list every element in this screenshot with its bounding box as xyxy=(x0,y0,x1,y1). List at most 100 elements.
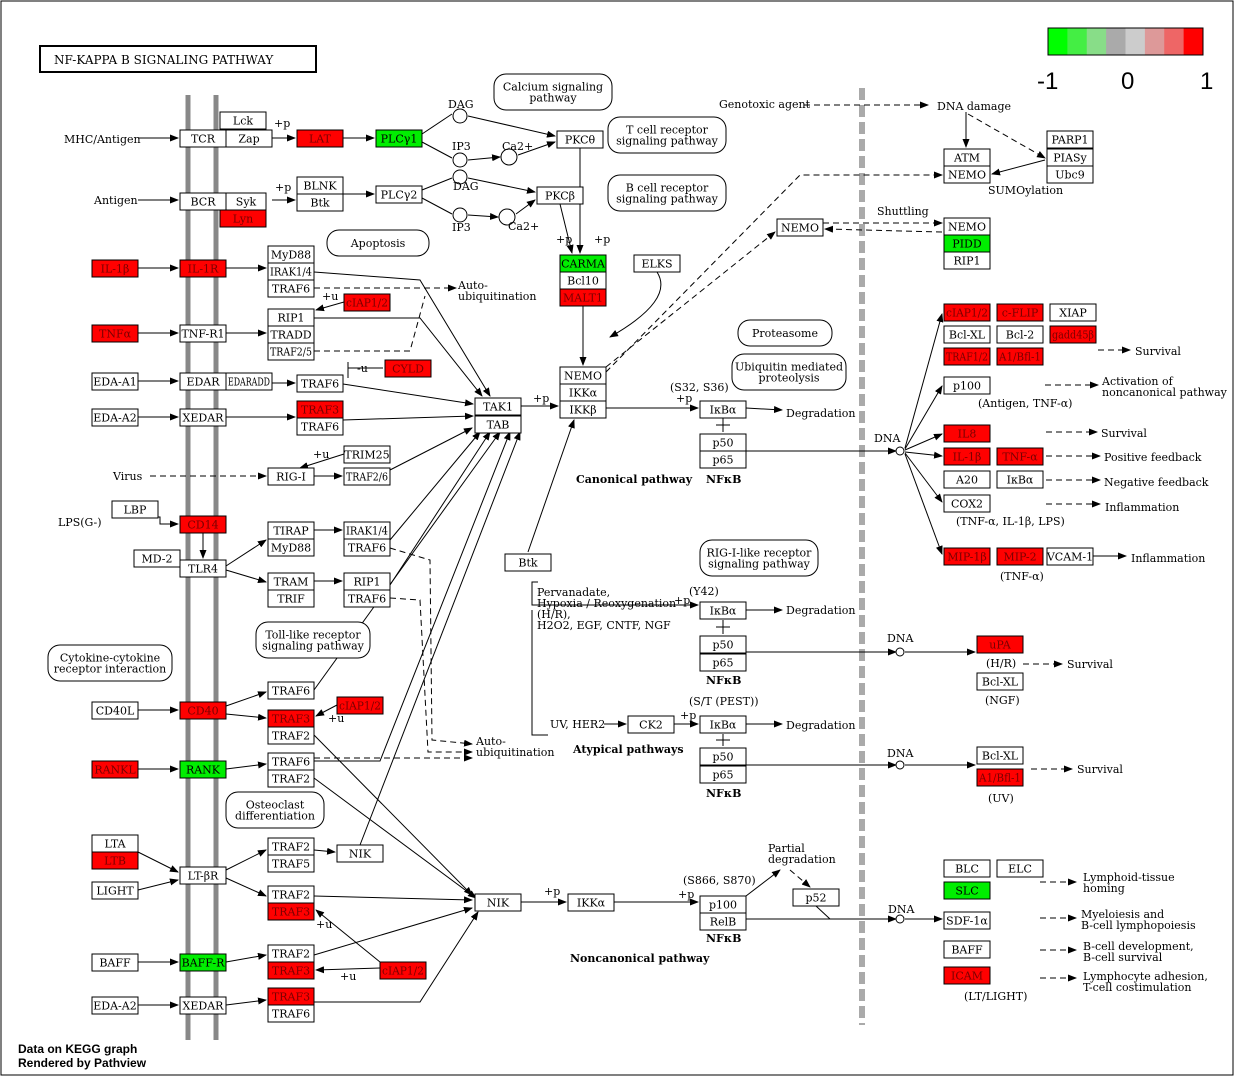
gene-node[interactable]: TRAF6 xyxy=(267,1004,315,1023)
gene-node[interactable]: p65 xyxy=(699,450,747,469)
gene-node[interactable]: Bcl-XL xyxy=(976,672,1024,691)
gene-node[interactable]: TRAF6 xyxy=(267,279,315,298)
gene-node[interactable]: MALT1 xyxy=(559,288,607,307)
gene-node[interactable]: TRAF6 xyxy=(296,417,344,436)
gene-node[interactable]: IL8 xyxy=(943,424,991,443)
gene-node[interactable]: TRAF6 xyxy=(343,589,391,608)
gene-node[interactable]: EDA-A2 xyxy=(91,408,139,427)
gene-node[interactable]: XEDAR xyxy=(179,996,227,1015)
gene-node[interactable]: TRAF2 xyxy=(267,837,315,856)
gene-node[interactable]: TRAM xyxy=(267,572,315,591)
gene-node[interactable]: TRAF3 xyxy=(267,902,315,921)
gene-node[interactable]: TNF-R1 xyxy=(179,324,227,343)
gene-node[interactable]: Btk xyxy=(504,553,552,572)
gene-node[interactable]: MyD88 xyxy=(267,245,315,264)
gene-node[interactable]: Bcl10 xyxy=(559,271,607,290)
gene-node[interactable]: p100 xyxy=(943,376,991,395)
gene-node[interactable]: TCR xyxy=(179,129,227,148)
gene-node[interactable]: CD40L xyxy=(91,701,139,720)
gene-node[interactable]: BAFF xyxy=(91,953,139,972)
gene-node[interactable]: Btk xyxy=(296,193,344,212)
gene-node[interactable]: cIAP1/2 xyxy=(343,293,391,312)
gene-node[interactable]: NIK xyxy=(474,893,522,912)
pathway-map-link[interactable]: Proteasome xyxy=(737,319,833,347)
gene-node[interactable]: TAK1 xyxy=(474,397,522,416)
gene-node[interactable]: EDAR xyxy=(179,372,227,391)
gene-node[interactable]: uPA xyxy=(976,635,1024,654)
gene-node[interactable]: NEMO xyxy=(776,218,824,237)
gene-node[interactable]: TRAF6 xyxy=(296,374,344,393)
gene-node[interactable]: PKCβ xyxy=(536,186,584,205)
gene-node[interactable]: Ubc9 xyxy=(1046,165,1094,184)
gene-node[interactable]: CK2 xyxy=(627,715,675,734)
gene-node[interactable]: EDA-A2 xyxy=(91,996,139,1015)
gene-node[interactable]: Lck xyxy=(219,111,267,130)
gene-node[interactable]: TRAF3 xyxy=(267,987,315,1006)
gene-node[interactable]: TRIF xyxy=(267,589,315,608)
gene-node[interactable]: CD40 xyxy=(179,701,227,720)
gene-node[interactable]: PKCθ xyxy=(556,130,604,149)
gene-node[interactable]: NEMO xyxy=(943,165,991,184)
gene-node[interactable]: NIK xyxy=(336,844,384,863)
gene-node[interactable]: BLC xyxy=(943,859,991,878)
gene-node[interactable]: p50 xyxy=(699,747,747,766)
gene-node[interactable]: RIP1 xyxy=(343,572,391,591)
gene-node[interactable]: MIP-2 xyxy=(996,547,1044,566)
gene-node[interactable]: p50 xyxy=(699,635,747,654)
gene-node[interactable]: A20 xyxy=(943,470,991,489)
gene-node[interactable]: RIP1 xyxy=(943,251,991,270)
gene-node[interactable]: COX2 xyxy=(943,494,991,513)
gene-node[interactable]: TRAF2 xyxy=(267,769,315,788)
gene-node[interactable]: A1/Bfl-1 xyxy=(996,347,1044,366)
gene-node[interactable]: PIASy xyxy=(1046,148,1094,167)
pathway-map-link[interactable]: Apoptosis xyxy=(326,229,430,257)
gene-node[interactable]: PLCγ1 xyxy=(375,129,423,148)
gene-node[interactable]: IKKβ xyxy=(559,400,607,419)
gene-node[interactable]: p100 xyxy=(699,895,747,914)
gene-node[interactable]: Bcl-XL xyxy=(976,746,1024,765)
gene-node[interactable]: A1/Bfl-1 xyxy=(976,768,1024,787)
gene-node[interactable]: TIRAP xyxy=(267,521,315,540)
gene-node[interactable]: TRAF6 xyxy=(343,538,391,557)
gene-node[interactable]: p52 xyxy=(792,888,840,907)
gene-node[interactable]: TLR4 xyxy=(179,559,227,578)
gene-node[interactable]: XIAP xyxy=(1049,303,1097,322)
gene-node[interactable]: cIAP1/2 xyxy=(379,961,427,980)
gene-node[interactable]: TRAF6 xyxy=(267,681,315,700)
gene-node[interactable]: p65 xyxy=(699,765,747,784)
gene-node[interactable]: IκBα xyxy=(699,715,747,734)
gene-node[interactable]: Bcl-XL xyxy=(943,325,991,344)
gene-node[interactable]: TRAF1/2 xyxy=(943,347,991,366)
gene-node[interactable]: TRAF3 xyxy=(296,400,344,419)
gene-node[interactable]: TRAF2/6 xyxy=(343,467,391,486)
gene-node[interactable]: LIGHT xyxy=(91,881,139,900)
gene-node[interactable]: MD-2 xyxy=(133,549,181,568)
gene-node[interactable]: RelB xyxy=(699,912,747,931)
gene-node[interactable]: IKKα xyxy=(559,383,607,402)
gene-node[interactable]: ICAM xyxy=(943,966,991,985)
gene-node[interactable]: IL-1β xyxy=(943,447,991,466)
gene-node[interactable]: RANK xyxy=(179,760,227,779)
gene-node[interactable]: LT-βR xyxy=(179,866,227,885)
gene-node[interactable]: BCR xyxy=(179,192,227,211)
gene-node[interactable]: IκBα xyxy=(699,601,747,620)
gene-node[interactable]: TRIM25 xyxy=(343,445,391,464)
gene-node[interactable]: LBP xyxy=(111,500,159,519)
gene-node[interactable]: TRAF5 xyxy=(267,854,315,873)
gene-node[interactable]: TRAF3 xyxy=(267,709,315,728)
gene-node[interactable]: Bcl-2 xyxy=(996,325,1044,344)
gene-node[interactable]: IRAK1/4 xyxy=(343,521,391,540)
gene-node[interactable]: EDA-A1 xyxy=(91,372,139,391)
gene-node[interactable]: BLNK xyxy=(296,176,344,195)
gene-node[interactable]: IL-1β xyxy=(91,259,139,278)
gene-node[interactable]: NEMO xyxy=(943,217,991,236)
gene-node[interactable]: TRAF2 xyxy=(267,944,315,963)
gene-node[interactable]: SDF-1α xyxy=(943,911,991,930)
